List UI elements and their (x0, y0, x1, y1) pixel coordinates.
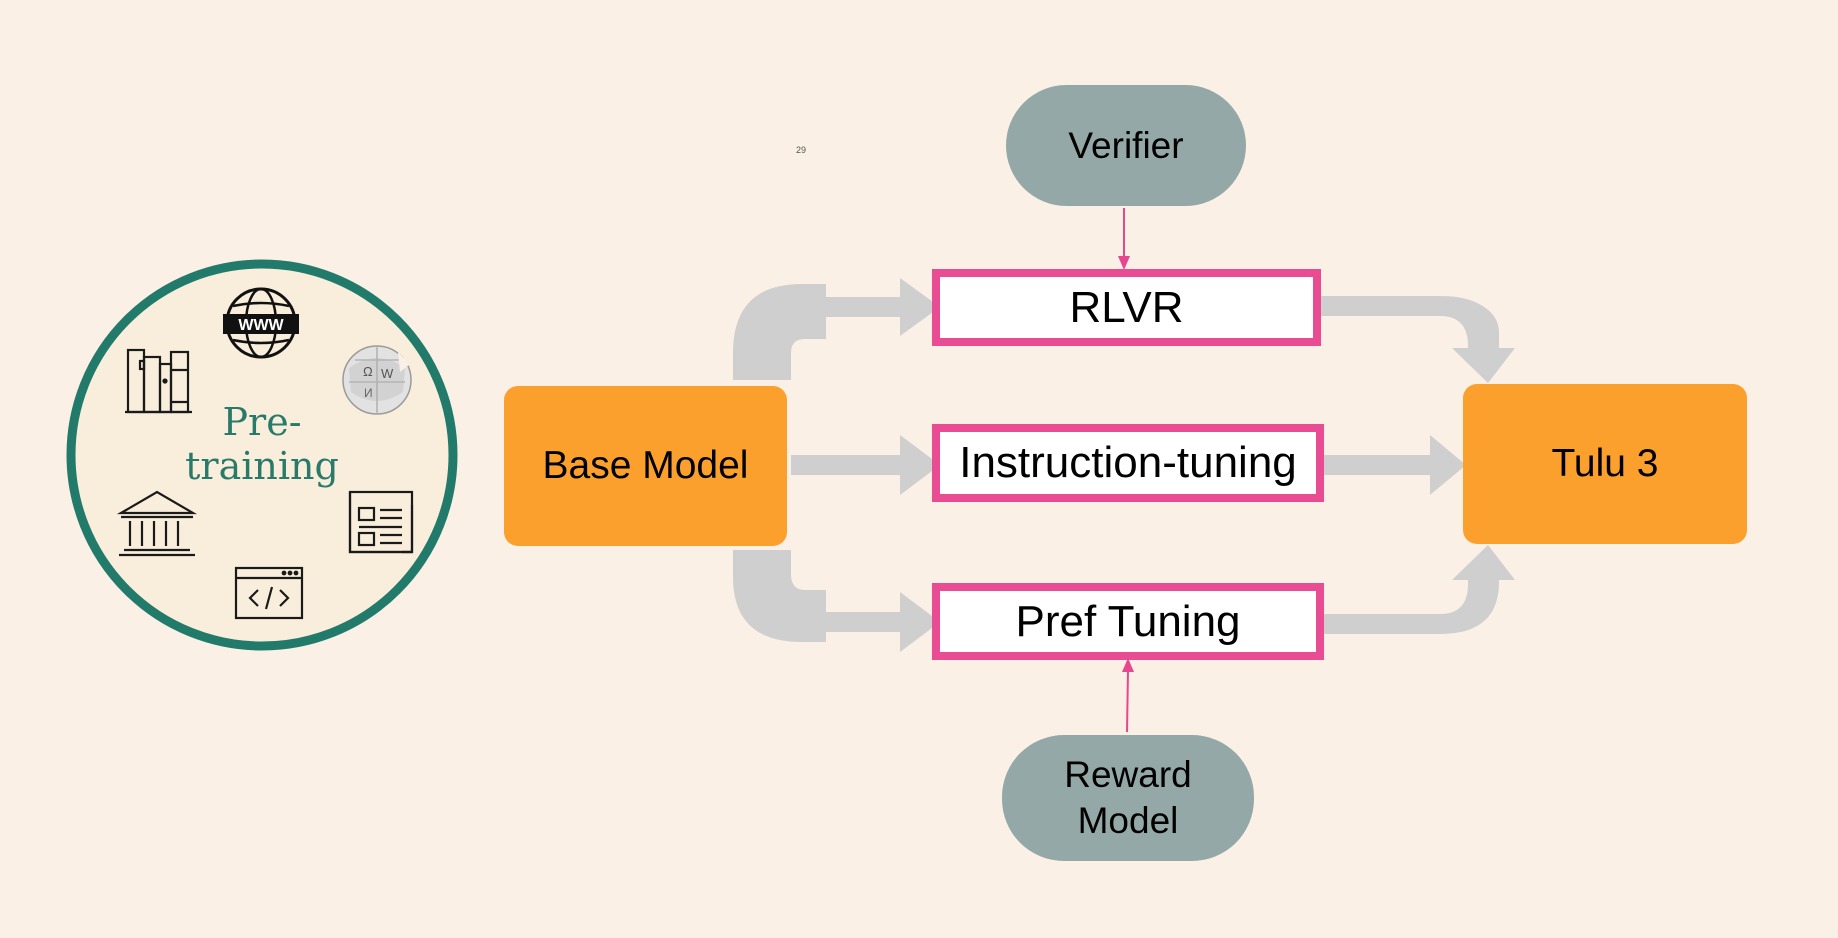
tulu-3-box: Tulu 3 (1463, 384, 1747, 544)
www-globe-icon: WWW (223, 287, 299, 359)
newspaper-icon (348, 490, 414, 554)
flow-arrow-base-to-rlvr (733, 278, 940, 380)
instruction-tuning-box: Instruction-tuning (932, 424, 1324, 502)
code-window-icon (234, 566, 304, 620)
reward-model-pill: Reward Model (1002, 735, 1254, 861)
flow-arrow-base-to-instruction (791, 435, 940, 495)
flow-arrow-pref-to-tulu (1321, 545, 1515, 634)
flow-arrow-instruction-to-tulu (1324, 435, 1466, 495)
base-model-box: Base Model (504, 386, 787, 546)
reward-model-arrow (1122, 658, 1134, 733)
svg-text:И: И (364, 386, 373, 400)
wikipedia-globe-icon: Ω W И (342, 345, 412, 415)
flow-arrow-rlvr-to-tulu (1321, 296, 1515, 383)
rlvr-box: RLVR (932, 269, 1321, 346)
books-icon (125, 348, 192, 414)
svg-text:Ω: Ω (363, 364, 373, 379)
pretraining-label: Pre-training (185, 400, 339, 488)
svg-text:WWW: WWW (238, 317, 284, 334)
page-number: 29 (795, 145, 806, 155)
verifier-arrow (1118, 208, 1130, 270)
flow-arrow-base-to-pref (733, 550, 940, 652)
verifier-pill: Verifier (1006, 85, 1246, 206)
svg-text:W: W (381, 366, 394, 381)
pref-tuning-box: Pref Tuning (932, 583, 1324, 660)
museum-icon (116, 490, 198, 557)
